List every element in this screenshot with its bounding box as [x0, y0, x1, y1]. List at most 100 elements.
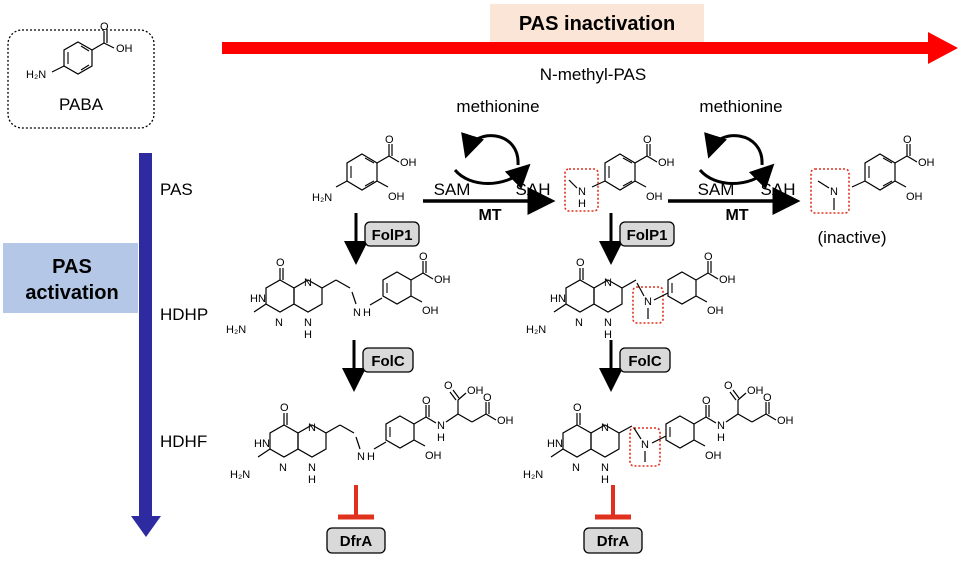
svg-text:H₂N: H₂N: [312, 192, 332, 204]
pas-inactivation-label: PAS inactivation: [519, 13, 675, 35]
svg-text:N: N: [604, 317, 612, 329]
folc-box-right: [619, 347, 671, 373]
hdhp-molecule-left: O HN N N N H H₂N N H O OH OH: [226, 251, 451, 341]
svg-text:O: O: [385, 134, 394, 146]
dfra-inhibition-left: DfrA: [326, 485, 386, 554]
svg-text:H: H: [437, 432, 445, 444]
stage-hdhp-label: HDHP: [160, 305, 208, 324]
svg-text:H: H: [578, 198, 586, 210]
svg-text:OH: OH: [388, 191, 405, 203]
dfra-box-right: [583, 527, 643, 554]
pas-activation-arrow: PAS activation: [3, 153, 161, 537]
paba-h2n-label: H₂N: [26, 69, 46, 81]
svg-text:DfrA: DfrA: [340, 533, 373, 550]
svg-text:H: H: [363, 307, 371, 319]
svg-text:FolC: FolC: [371, 353, 404, 370]
svg-text:OH: OH: [747, 385, 764, 397]
svg-text:FolP1: FolP1: [372, 227, 413, 244]
hdhf-molecule-right: O HN N N N H H₂N N O N H O OH O OH: [523, 380, 794, 486]
svg-text:HN: HN: [547, 438, 563, 450]
paba-oh-label: OH: [116, 43, 133, 55]
pas-activation-label-1: PAS: [52, 256, 92, 278]
cycle2-methionine: methionine: [699, 97, 782, 116]
svg-text:OH: OH: [918, 157, 935, 169]
svg-text:OH: OH: [705, 450, 722, 462]
svg-text:OH: OH: [497, 415, 514, 427]
svg-text:OH: OH: [777, 415, 794, 427]
svg-text:N: N: [572, 462, 580, 474]
svg-text:N: N: [304, 277, 312, 289]
svg-text:N: N: [308, 422, 316, 434]
svg-text:H₂N: H₂N: [526, 324, 546, 336]
dfra-box-left: [326, 527, 386, 554]
paba-label: PABA: [59, 95, 104, 114]
svg-text:N: N: [578, 186, 586, 198]
cycle1-methionine: methionine: [456, 97, 539, 116]
svg-text:O: O: [763, 392, 772, 404]
svg-text:H₂N: H₂N: [226, 324, 246, 336]
inactive-label: (inactive): [818, 228, 887, 247]
paba-box: O OH H₂N PABA: [7, 21, 155, 129]
svg-text:O: O: [573, 402, 582, 414]
methyl-highlight-1: [564, 168, 599, 212]
pas-inactivation-box: [490, 4, 704, 42]
svg-text:N: N: [357, 451, 365, 463]
cycle1-sah: SAH: [516, 180, 551, 199]
svg-text:N: N: [437, 420, 445, 432]
svg-text:O: O: [276, 257, 285, 269]
pas-inactivation-arrow: PAS inactivation N-methyl-PAS: [222, 4, 958, 84]
svg-text:FolC: FolC: [628, 353, 661, 370]
folc-box-left: [362, 347, 414, 373]
svg-text:OH: OH: [707, 305, 724, 317]
pas-activation-box: [3, 243, 138, 313]
svg-text:H: H: [717, 432, 725, 444]
svg-text:DfrA: DfrA: [597, 533, 630, 550]
svg-text:OH: OH: [425, 450, 442, 462]
folp1-box-left: [364, 221, 420, 247]
n-methyl-pas-molecule: O OH OH N H: [564, 134, 675, 212]
folc-step-left: FolC: [342, 340, 414, 392]
stage-pas-label: PAS: [160, 180, 193, 199]
svg-text:H₂N: H₂N: [523, 469, 543, 481]
svg-text:N: N: [604, 277, 612, 289]
svg-text:O: O: [483, 392, 492, 404]
svg-text:HN: HN: [254, 438, 270, 450]
folc-step-right: FolC: [599, 340, 671, 392]
svg-text:H: H: [604, 329, 612, 341]
svg-text:O: O: [702, 395, 711, 407]
cycle1-sam: SAM: [434, 180, 471, 199]
mt-cycle-2: methionine SAM SAH MT: [668, 97, 801, 224]
svg-text:O: O: [903, 134, 912, 146]
svg-text:N: N: [279, 462, 287, 474]
svg-text:OH: OH: [467, 385, 484, 397]
cycle1-mt: MT: [478, 207, 501, 224]
svg-text:N: N: [644, 296, 652, 308]
svg-text:O: O: [280, 402, 289, 414]
paba-o-label: O: [100, 21, 109, 33]
svg-text:OH: OH: [400, 157, 417, 169]
svg-text:N: N: [308, 462, 316, 474]
svg-text:OH: OH: [422, 305, 439, 317]
svg-text:O: O: [422, 395, 431, 407]
cycle2-sam: SAM: [698, 180, 735, 199]
dfra-inhibition-right: DfrA: [583, 485, 643, 554]
folp1-step-right: FolP1: [599, 213, 675, 265]
svg-text:OH: OH: [646, 191, 663, 203]
svg-text:O: O: [704, 251, 713, 263]
cycle2-sah: SAH: [761, 180, 796, 199]
pas-molecule: O OH OH H₂N: [312, 134, 417, 204]
svg-text:O: O: [724, 380, 733, 392]
svg-text:OH: OH: [719, 274, 736, 286]
methyl-highlight-3: [632, 286, 664, 324]
methyl-highlight-2: [810, 168, 850, 214]
svg-text:H: H: [367, 451, 375, 463]
svg-text:O: O: [643, 134, 652, 146]
mt-cycle-1: methionine SAM SAH MT: [423, 97, 556, 224]
svg-text:N: N: [353, 307, 361, 319]
svg-text:N: N: [601, 462, 609, 474]
folp1-step-left: FolP1: [344, 213, 420, 265]
svg-text:N: N: [575, 317, 583, 329]
svg-text:FolP1: FolP1: [627, 227, 668, 244]
svg-text:H: H: [601, 474, 609, 486]
